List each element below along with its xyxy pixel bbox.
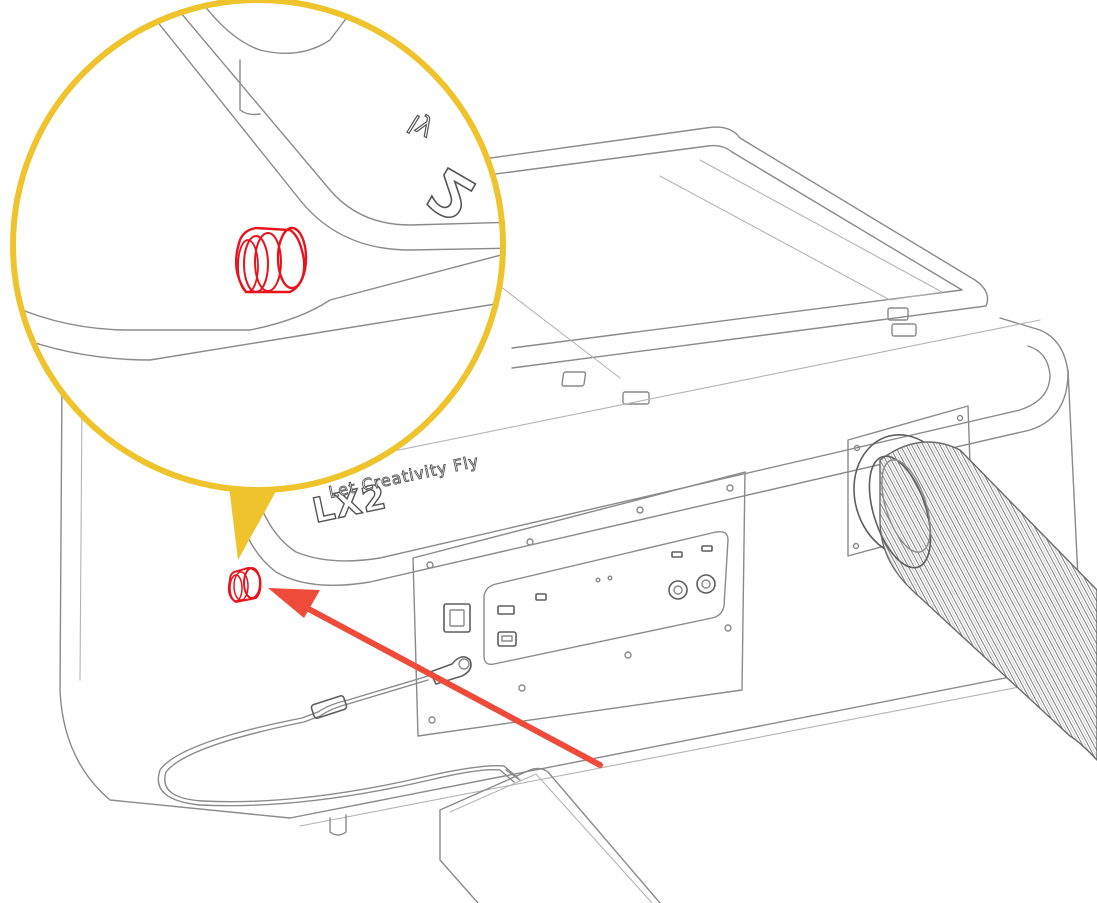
power-cable xyxy=(157,675,521,807)
machine-body xyxy=(59,369,1097,836)
highlighted-part-zoom xyxy=(234,226,308,294)
zoom-callout: 2 ly xyxy=(10,0,506,560)
usb-port-icon[interactable] xyxy=(497,545,713,647)
power-switch-icon[interactable] xyxy=(443,603,471,633)
pointer-arrow-icon xyxy=(268,588,603,768)
io-panel xyxy=(412,471,746,737)
power-adapter xyxy=(439,767,661,903)
highlighted-part-icon[interactable] xyxy=(227,566,262,604)
exhaust-hose-icon xyxy=(868,441,1097,762)
